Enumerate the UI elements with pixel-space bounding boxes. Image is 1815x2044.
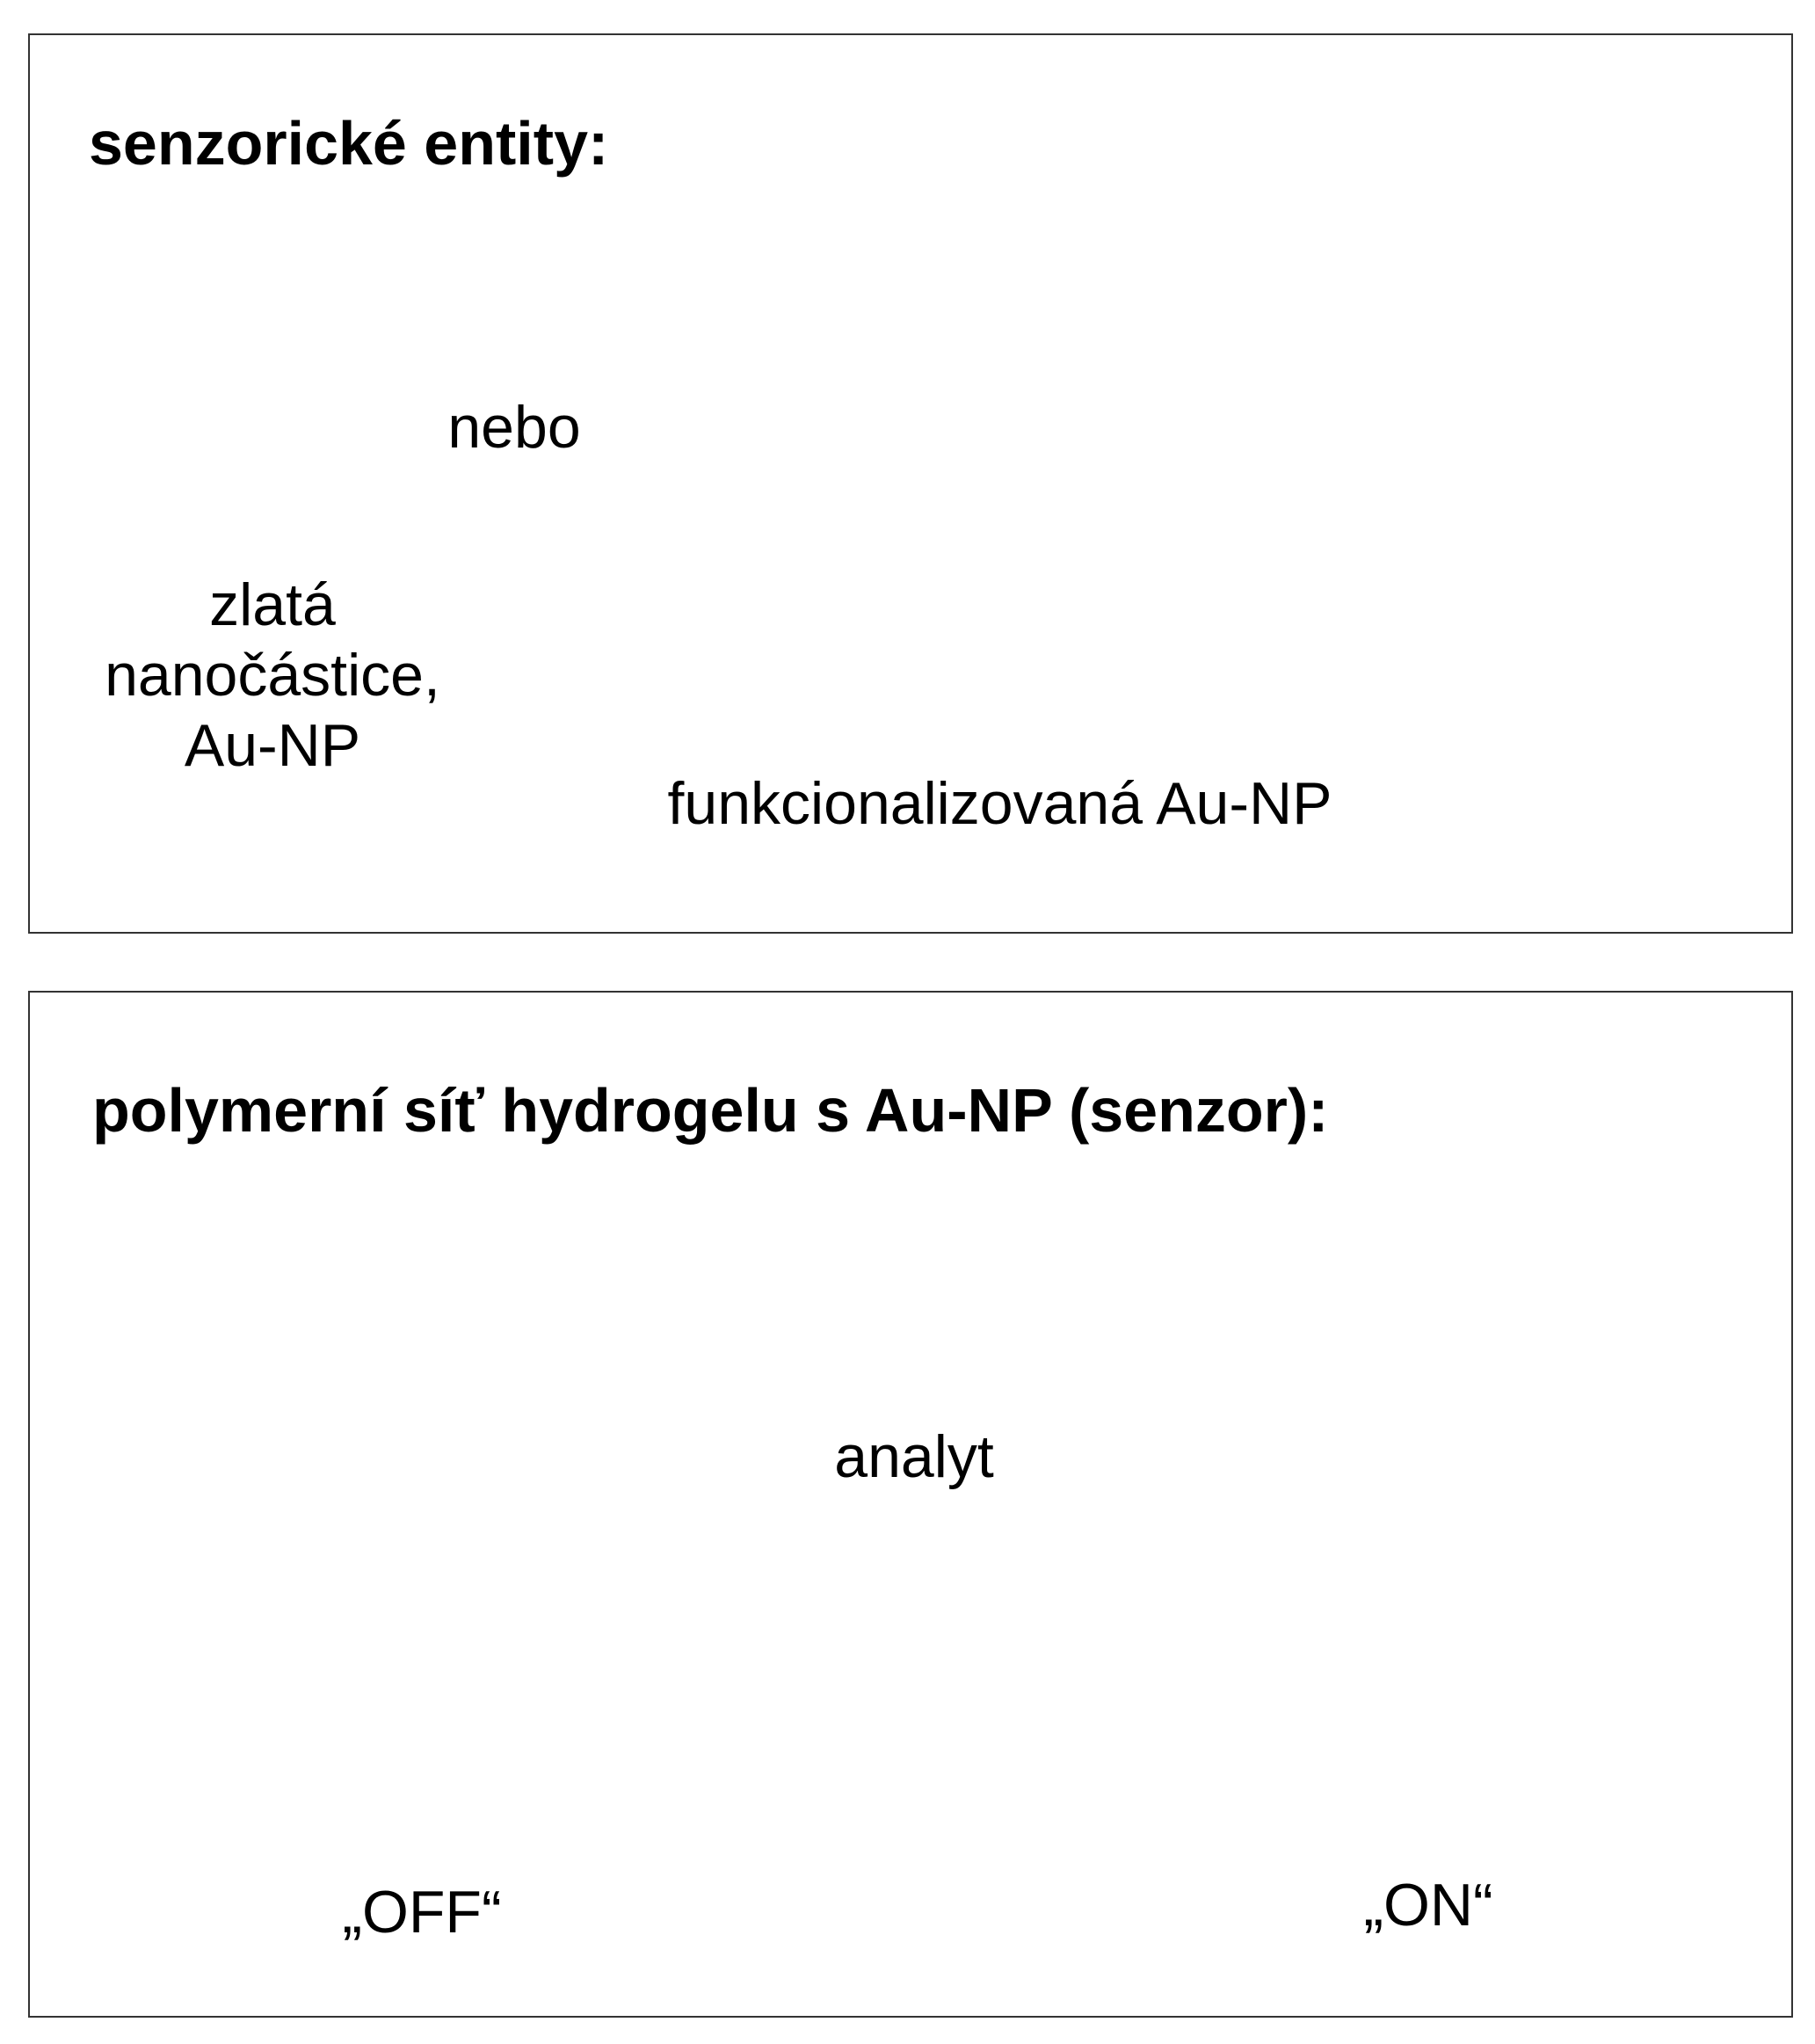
gold-np-label-line3: Au-NP [184,712,361,780]
off-state-label: „OFF“ [342,1879,502,1946]
functionalized-np-label: funkcionalizovaná Au-NP [667,770,1332,837]
gold-np-label: zlatá nanočástice, Au-NP [35,570,510,782]
panel-hydrogel-sensor [28,991,1793,2018]
analyte-label: analyt [834,1423,994,1490]
gold-np-label-line1: zlatá [209,571,336,638]
or-label: nebo [447,394,581,461]
bottom-title: polymerní síť hydrogelu s Au-NP (senzor)… [92,1076,1329,1145]
top-title: senzorické entity: [89,109,609,178]
panel-sensor-entities [28,33,1793,934]
on-state-label: „ON“ [1363,1872,1493,1939]
gold-np-label-line2: nanočástice, [105,642,440,709]
